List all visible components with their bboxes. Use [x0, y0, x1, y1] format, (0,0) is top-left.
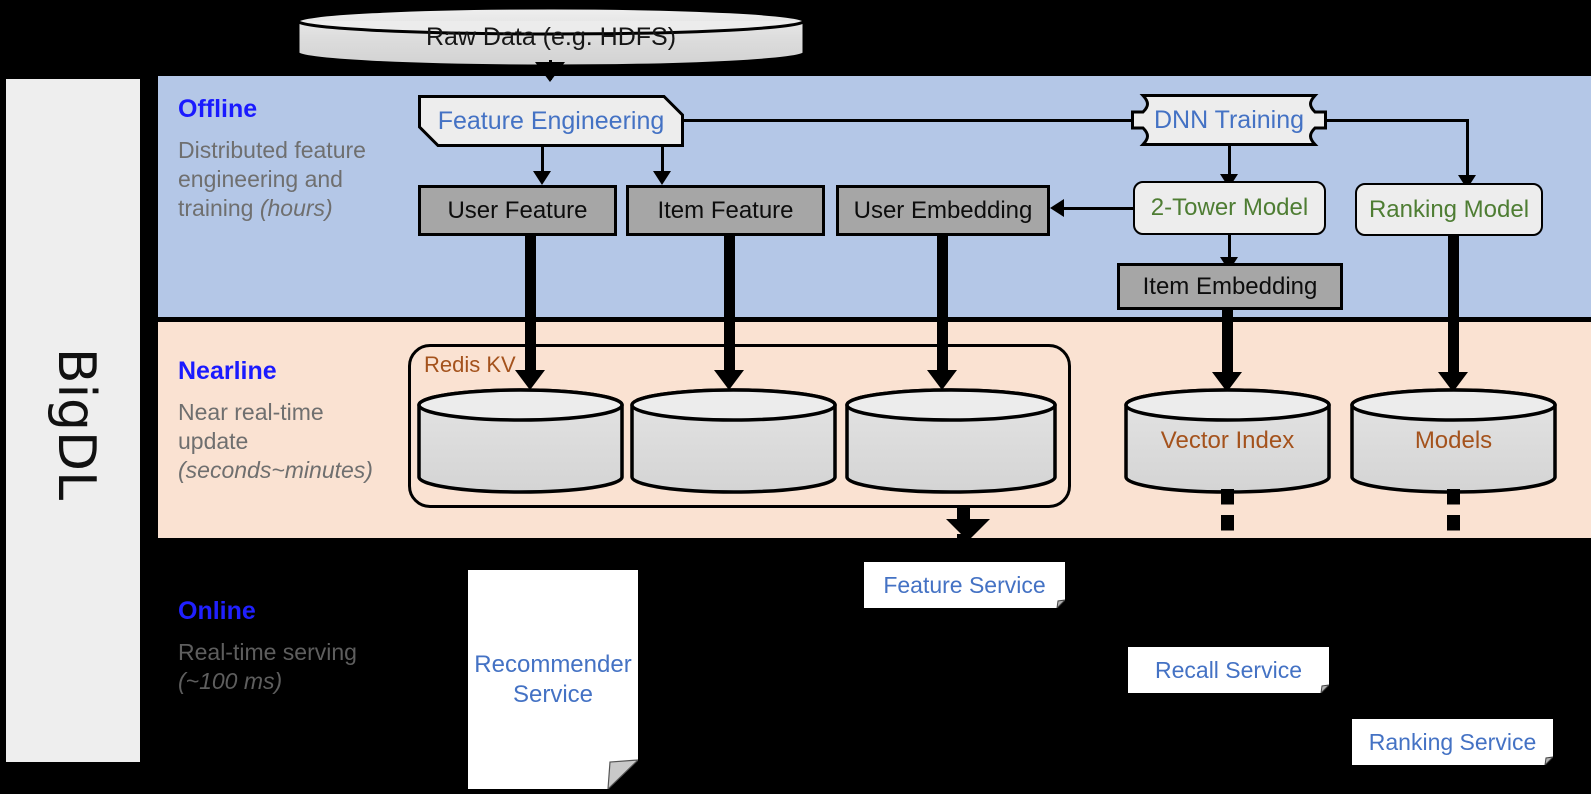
arrow-twotower-to-userembedding-head	[1050, 199, 1064, 217]
nearline-subtitle: Near real-time update (seconds~minutes)	[178, 398, 398, 486]
vector-index-shape	[1124, 388, 1331, 494]
thick-ranking-arrowhead	[1438, 372, 1468, 392]
thick-itemfeature-to-store	[724, 236, 735, 381]
nearline-subtitle-italic: (seconds~minutes)	[178, 457, 373, 484]
nearline-title: Nearline	[178, 357, 277, 385]
elbow-dnn-to-ranking-v	[1466, 119, 1469, 179]
raw-data-cylinder: Raw Data (e.g. HDFS)	[296, 6, 806, 68]
offline-subtitle: Distributed feature engineering and trai…	[178, 136, 398, 224]
offline-subtitle-italic: (hours)	[259, 195, 333, 222]
arrow-dnn-to-twotower-line	[1228, 146, 1231, 178]
arrow-fe-to-userfeature-line	[541, 147, 544, 175]
user-feature-store-cylinder[interactable]	[417, 388, 624, 494]
elbow-dnn-to-ranking-h	[1325, 119, 1469, 122]
arrow-twotower-to-itememb-line	[1228, 235, 1231, 261]
dashed-featureservice-arrowhead	[946, 519, 990, 541]
offline-caption: Offline Distributed feature engineering …	[178, 95, 398, 224]
user-embedding-box[interactable]: User Embedding	[836, 185, 1050, 236]
item-feature-store-label	[630, 388, 837, 494]
recommender-service-label: Recommender Service	[474, 650, 632, 708]
dashed-models-to-rankingservice	[1447, 489, 1460, 537]
models-shape	[1350, 388, 1557, 494]
online-subtitle-italic: (~100 ms)	[178, 667, 283, 694]
thick-itememb-arrowhead	[1212, 372, 1242, 392]
redis-kv-label: Redis KV	[424, 352, 516, 377]
raw-data-label: Raw Data (e.g. HDFS)	[425, 22, 677, 51]
thick-userembedding-to-store	[937, 236, 948, 381]
thick-userfeature-arrowhead	[515, 370, 545, 390]
ranking-model-label: Ranking Model	[1368, 195, 1530, 223]
arrow-rawdata-to-fe-head	[535, 62, 565, 82]
recall-service-shape	[1128, 647, 1331, 695]
ranking-model-box[interactable]: Ranking Model	[1355, 183, 1543, 236]
arrow-fe-to-itemfeature-head	[653, 171, 671, 185]
user-embedding-store-shape	[845, 388, 1057, 494]
recommender-service-doc[interactable]: Recommender Service	[468, 570, 640, 791]
dnn-training-node[interactable]: DNN Training	[1131, 94, 1327, 146]
two-tower-model-label: 2-Tower Model	[1150, 194, 1309, 221]
item-embedding-label: Item Embedding	[1142, 272, 1318, 300]
item-feature-label: Item Feature	[657, 196, 794, 224]
bigdl-sidebar: BigDL	[3, 76, 143, 765]
arrow-fe-to-itemfeature-line	[661, 147, 664, 175]
nearline-caption: Nearline Near real-time update (seconds~…	[178, 357, 398, 486]
recommender-service-shape	[468, 570, 640, 791]
feature-service-label: Feature Service	[883, 571, 1046, 598]
arrow-fe-to-dnn-line	[684, 119, 1146, 122]
online-caption: Online Real-time serving (~100 ms)	[178, 597, 398, 697]
redis-kv-container	[408, 344, 1071, 508]
user-feature-box[interactable]: User Feature	[418, 185, 617, 236]
item-feature-store-cylinder[interactable]	[630, 388, 837, 494]
user-embedding-label: User Embedding	[853, 196, 1033, 224]
dashed-vectorindex-to-recallservice	[1221, 489, 1234, 537]
user-feature-store-label	[417, 388, 624, 494]
item-feature-store-shape	[630, 388, 837, 494]
recall-service-label: Recall Service	[1155, 656, 1302, 683]
bigdl-label: BigDL	[6, 79, 146, 768]
user-feature-store-shape	[417, 388, 624, 494]
offline-subtitle-plain: Distributed feature engineering and trai…	[178, 136, 366, 222]
bigdl-text: BigDL	[46, 347, 107, 500]
user-feature-label: User Feature	[447, 196, 588, 224]
raw-data-shape	[296, 6, 806, 68]
online-subtitle: Real-time serving (~100 ms)	[178, 638, 398, 697]
feature-engineering-label: Feature Engineering	[437, 106, 665, 135]
feature-engineering-shape	[418, 95, 684, 147]
ranking-service-shape	[1352, 719, 1555, 767]
feature-service-doc[interactable]: Feature Service	[864, 562, 1067, 610]
user-embedding-store-label	[845, 388, 1057, 494]
ranking-service-doc[interactable]: Ranking Service	[1352, 719, 1555, 767]
thick-userfeature-to-store	[525, 236, 536, 381]
models-cylinder[interactable]: Models	[1350, 388, 1557, 494]
two-tower-model-box[interactable]: 2-Tower Model	[1133, 181, 1326, 235]
dnn-training-shape	[1131, 94, 1327, 146]
online-subtitle-plain: Real-time serving	[178, 638, 357, 665]
thick-userembedding-arrowhead	[927, 370, 957, 390]
vector-index-cylinder[interactable]: Vector Index	[1124, 388, 1331, 494]
item-embedding-box[interactable]: Item Embedding	[1117, 263, 1343, 310]
nearline-subtitle-plain: Near real-time update	[178, 398, 324, 454]
thick-itememb-to-vectorindex	[1222, 310, 1233, 382]
offline-title: Offline	[178, 95, 258, 123]
item-feature-box[interactable]: Item Feature	[626, 185, 825, 236]
models-label: Models	[1414, 427, 1493, 454]
user-embedding-store-cylinder[interactable]	[845, 388, 1057, 494]
recall-service-doc[interactable]: Recall Service	[1128, 647, 1331, 695]
vector-index-label: Vector Index	[1160, 427, 1295, 454]
online-title: Online	[178, 597, 256, 625]
dnn-training-label: DNN Training	[1153, 105, 1305, 134]
thick-itemfeature-arrowhead	[714, 370, 744, 390]
arrow-fe-to-userfeature-head	[533, 171, 551, 185]
feature-service-shape	[864, 562, 1067, 610]
feature-engineering-node[interactable]: Feature Engineering	[418, 95, 684, 147]
thick-ranking-to-models	[1448, 236, 1459, 382]
arrow-twotower-to-userembedding-line	[1064, 207, 1134, 210]
ranking-service-label: Ranking Service	[1368, 728, 1537, 755]
